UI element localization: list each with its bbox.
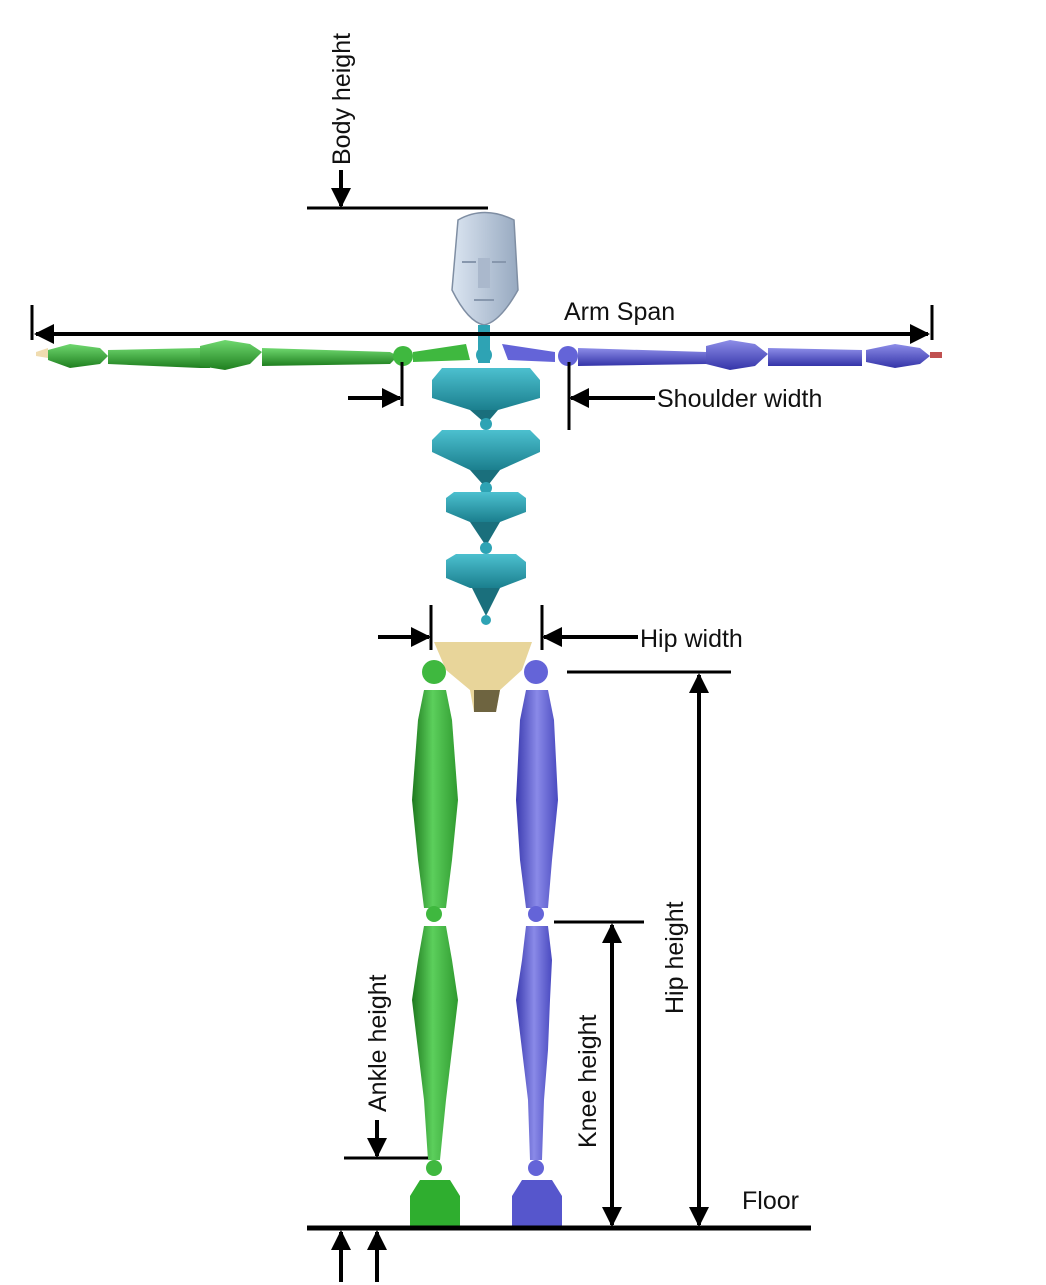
hip-width-label: Hip width — [640, 625, 743, 653]
hip-height-dimension: Hip height — [567, 670, 731, 1227]
arm-span-label: Arm Span — [564, 298, 675, 326]
ankle-height-dimension: Ankle height — [344, 974, 428, 1160]
shoulder-width-dimension: Shoulder width — [348, 362, 822, 430]
pelvis — [434, 642, 532, 712]
floor-line: Floor — [307, 1187, 811, 1282]
knee-height-label: Knee height — [574, 1014, 602, 1148]
hip-height-label: Hip height — [661, 901, 689, 1014]
right-arm — [502, 340, 942, 370]
body-height-dimension: Body height — [307, 33, 488, 210]
body-height-label: Body height — [328, 33, 356, 165]
spine — [432, 368, 540, 625]
left-leg — [410, 660, 460, 1226]
knee-height-dimension: Knee height — [554, 920, 644, 1227]
left-arm — [36, 340, 470, 370]
arm-span-dimension: Arm Span — [30, 298, 934, 344]
ankle-height-label: Ankle height — [364, 974, 392, 1112]
neck — [476, 325, 492, 363]
right-leg — [512, 660, 562, 1226]
head — [451, 211, 519, 326]
shoulder-width-label: Shoulder width — [657, 385, 822, 413]
hip-width-dimension: Hip width — [378, 605, 743, 653]
floor-label: Floor — [742, 1187, 799, 1215]
